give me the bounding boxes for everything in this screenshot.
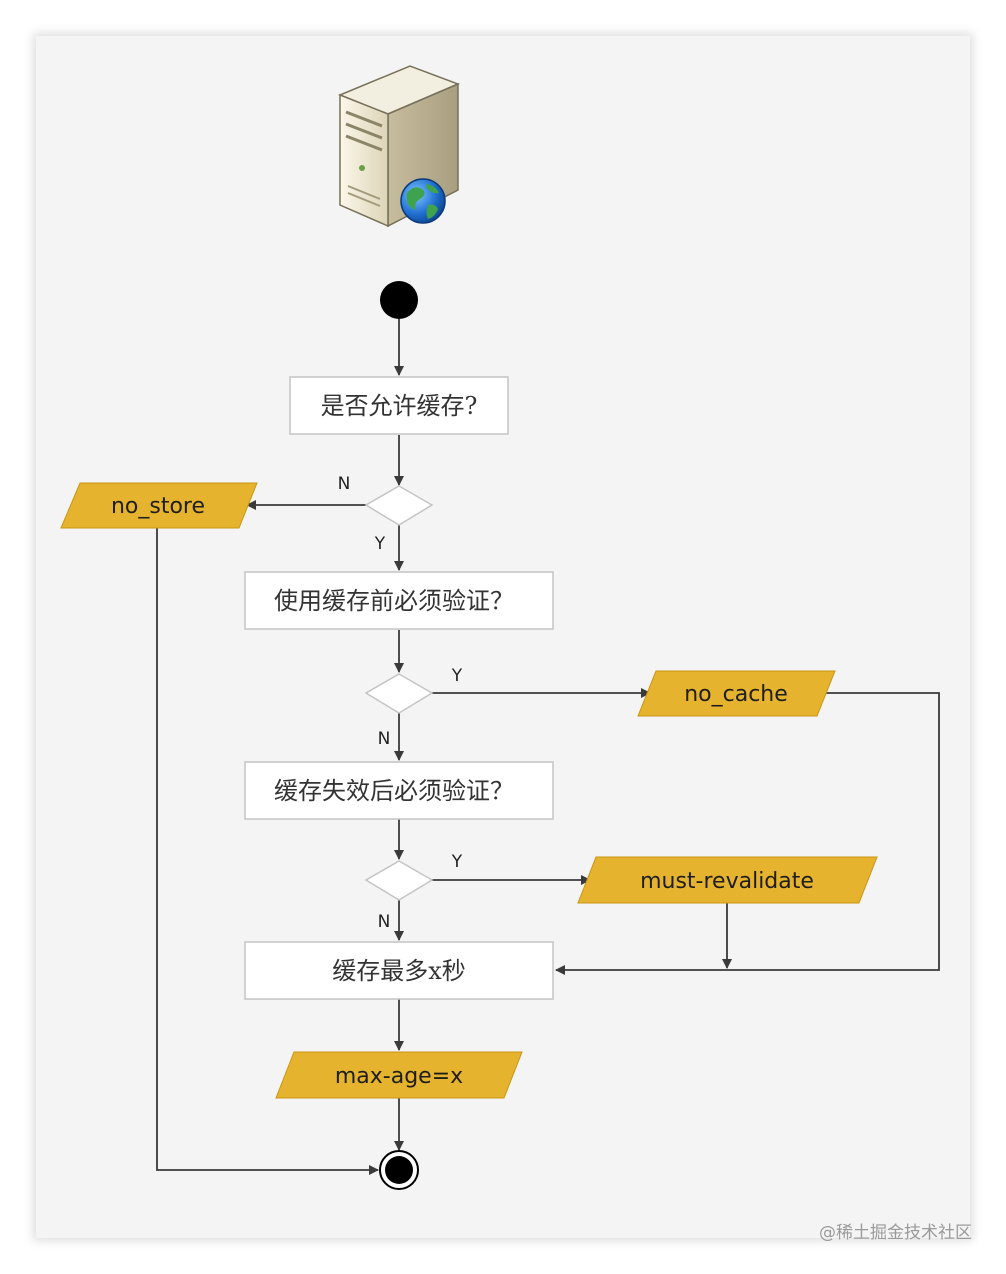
diagram-card <box>36 36 970 1238</box>
output-must-revalidate-label: must-revalidate <box>640 869 814 894</box>
output-no-store: no_store <box>60 482 258 529</box>
start-node <box>380 281 418 319</box>
decision-allow-cache <box>364 485 434 526</box>
watermark: @稀土掘金技术社区 <box>819 1223 972 1243</box>
step-validate-before-use-label: 使用缓存前必须验证？ <box>274 587 514 615</box>
end-node <box>379 1150 419 1190</box>
edge-label-d2-yes: Y <box>451 666 463 686</box>
decision-validate-before-use <box>364 673 434 714</box>
edge-label-d1-no: N <box>338 474 351 494</box>
edge-label-d3-yes: Y <box>451 852 463 872</box>
server-globe-icon <box>338 65 461 228</box>
output-must-revalidate: must-revalidate <box>577 856 878 904</box>
connectors <box>156 319 940 1175</box>
decision-validate-after-expire <box>364 860 434 901</box>
edge-label-d2-no: N <box>378 729 391 749</box>
step-allow-cache-label: 是否允许缓存? <box>321 392 478 420</box>
edge-label-d1-yes: Y <box>374 534 386 554</box>
step-allow-cache: 是否允许缓存? <box>289 376 509 435</box>
output-max-age-label: max-age=x <box>335 1064 463 1089</box>
step-validate-after-expire: 缓存失效后必须验证？ <box>244 761 554 820</box>
edge-label-d3-no: N <box>378 912 391 932</box>
output-no-cache-label: no_cache <box>684 682 788 707</box>
output-no-cache: no_cache <box>637 670 836 717</box>
step-validate-after-expire-label: 缓存失效后必须验证？ <box>274 777 514 805</box>
step-cache-max-seconds-label: 缓存最多x秒 <box>332 957 466 985</box>
step-validate-before-use: 使用缓存前必须验证？ <box>244 571 554 630</box>
output-no-store-label: no_store <box>111 494 205 519</box>
output-max-age: max-age=x <box>275 1051 523 1099</box>
step-cache-max-seconds: 缓存最多x秒 <box>244 941 554 1000</box>
